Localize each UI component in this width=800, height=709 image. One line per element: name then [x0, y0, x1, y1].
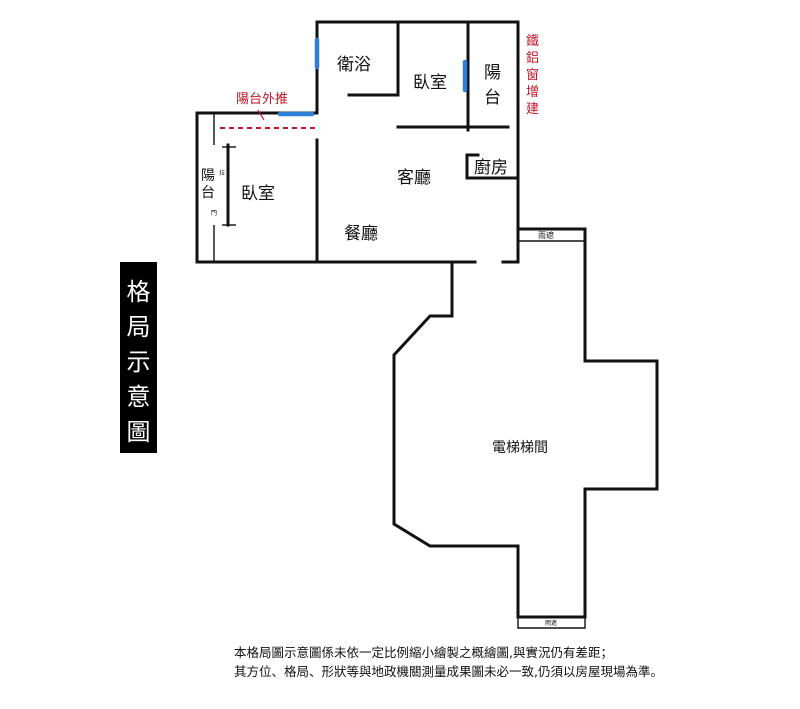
room-label-bathroom: 衛浴 [337, 55, 371, 75]
title-char: 意 [126, 383, 151, 411]
room-label-balcony-left-1: 陽 [201, 168, 215, 184]
annotation-iron-window-char: 建 [526, 102, 539, 117]
left-balcony-railing [213, 113, 236, 262]
disclaimer-line-1: 本格局圖示意圖係未依一定比例縮小繪製之概繪圖,與實況仍有差距； [234, 645, 613, 660]
title-char: 示 [126, 348, 151, 376]
disclaimer-line-2: 其方位、格局、形狀等與地政機關測量成果圖未必一致,仍須以房屋現場為準。 [234, 664, 663, 679]
room-label-living-room: 客廳 [397, 168, 431, 188]
room-label-bedroom-left: 臥室 [241, 184, 275, 204]
room-label-kitchen: 廚房 [474, 157, 508, 178]
room-label-elevator-stairwell: 電梯梯間 [492, 440, 548, 456]
door-label-sliding-bottom: 門 [211, 210, 217, 217]
window-markers [277, 37, 468, 117]
room-label-balcony-top-1: 陽 [484, 63, 501, 83]
annotation-iron-window-char: 窗 [526, 67, 539, 83]
canopy-label-bottom: 雨遮 [545, 619, 557, 627]
title-char: 格 [126, 278, 151, 306]
canopy-label-top: 雨遮 [538, 230, 554, 240]
door-label-sliding-top: 拉 [219, 169, 225, 177]
annotation-iron-window-char: 鐵 [526, 33, 539, 49]
room-label-balcony-top-2: 台 [484, 88, 501, 108]
room-label-bedroom-top: 臥室 [413, 73, 447, 93]
annotation-iron-window-char: 鋁 [526, 51, 539, 66]
title-char: 圖 [126, 418, 151, 446]
balcony-extension-line [220, 109, 315, 129]
annotation-balcony-extended: 陽台外推 [236, 92, 288, 107]
title-char: 局 [126, 313, 151, 341]
title-badge: 格 局 示 意 圖 [120, 262, 157, 453]
annotation-iron-window-char: 增 [526, 85, 539, 100]
room-label-dining-room: 餐廳 [344, 224, 378, 244]
stairwell-outline [392, 227, 659, 629]
room-label-balcony-left-2: 台 [201, 185, 215, 201]
